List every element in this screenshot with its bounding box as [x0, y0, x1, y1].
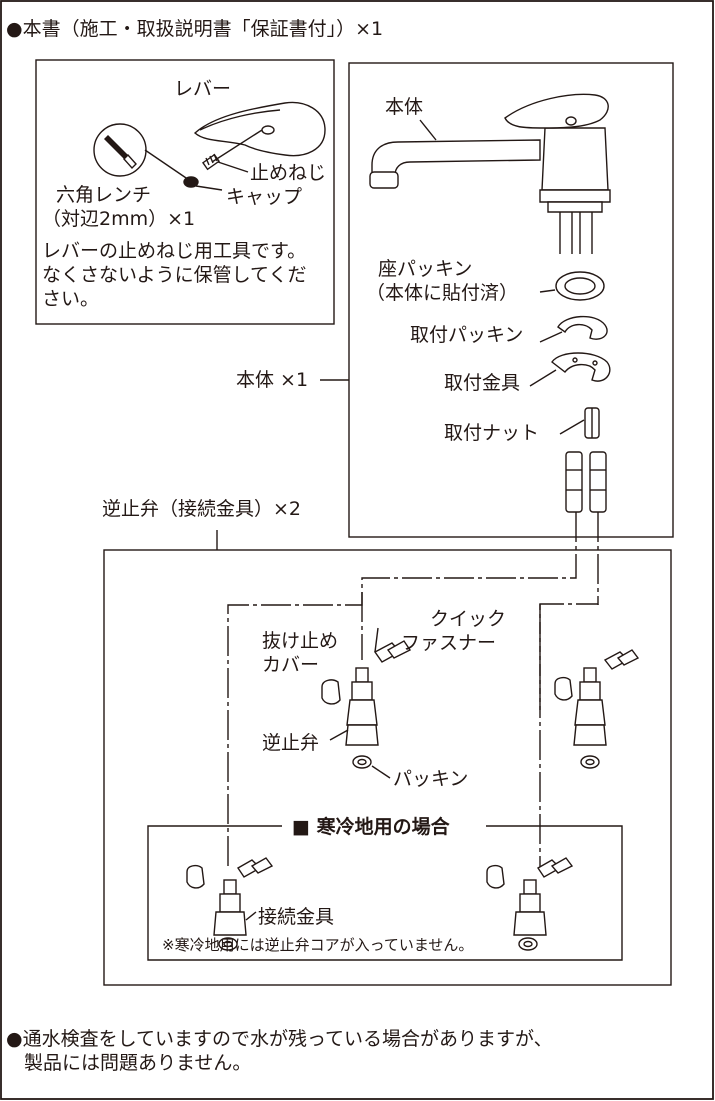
footer-note-line-2: 製品には問題ありません。: [24, 1052, 252, 1074]
setscrew-leader: [217, 161, 249, 173]
footer-note-line-1: ●通水検査をしていますので水が残っている場合がありますが、: [6, 1028, 553, 1050]
body-label: 本体: [385, 96, 424, 118]
cold-region-title: ■ 寒冷地用の場合: [292, 816, 450, 838]
cold-link-left: [227, 592, 363, 870]
mount-packing-label: 取付パッキン: [410, 324, 524, 346]
supply-hoses-icon: [565, 451, 607, 513]
seat-packing-label-2: （本体に貼付済）: [366, 282, 519, 304]
check-valve-leader: [329, 729, 349, 741]
seat-packing-icon: [555, 271, 605, 301]
mount-nut-leader: [559, 419, 585, 435]
setscrew-label: 止めねじ: [250, 162, 327, 184]
connector-leader: [245, 911, 257, 921]
stopper-cover-icon: [321, 679, 341, 705]
body-label-leader: [419, 119, 437, 141]
cold-box-frame: [147, 825, 623, 961]
connector-label: 接続金具: [258, 906, 335, 928]
body-box-frame: [348, 62, 674, 538]
mount-packing-icon: [557, 315, 608, 340]
quick-fastener-leader: [374, 627, 379, 653]
mount-nut-label: 取付ナット: [444, 422, 540, 444]
cap-label: キャップ: [226, 186, 303, 208]
lever-icon: [193, 101, 326, 157]
quick-fastener-label-2: ファスナー: [401, 632, 497, 654]
tool-description-line-2: なくさないように保管してくだ: [42, 264, 307, 286]
quick-fastener-label-1: クイック: [430, 608, 507, 630]
seat-packing-leader: [539, 289, 556, 293]
tool-box-frame: [35, 59, 335, 325]
mount-nut-icon: [584, 407, 600, 439]
body-count-label: 本体 ×1: [236, 369, 309, 391]
quick-fastener-icon: [373, 640, 412, 663]
wrench-label-1: 六角レンチ: [56, 184, 152, 206]
header-note: ●本書（施工・取扱説明書「保証書付」）×1: [6, 18, 384, 40]
setscrew-icon: [201, 153, 221, 171]
cap-icon: [183, 176, 199, 188]
tool-description-line-3: さい。: [42, 288, 100, 310]
seat-packing-label-1: 座パッキン: [378, 258, 473, 280]
mount-bracket-icon: [551, 352, 611, 382]
check-valve-count-label: 逆止弁（接続金具）×2: [102, 498, 302, 520]
tool-description-line-1: レバーの止めねじ用工具です。: [42, 240, 307, 262]
valve-box-frame: [103, 549, 672, 986]
mount-packing-leader: [539, 331, 563, 343]
hex-wrench-icon: [93, 123, 147, 177]
packing-leader: [371, 765, 391, 779]
check-valve-icon-right: [554, 649, 640, 769]
hose-link-left: [361, 512, 577, 660]
lever-label: レバー: [174, 78, 232, 100]
check-valve-icon: [345, 667, 379, 769]
lever-leader: [211, 129, 263, 163]
faucet-body-icon: [369, 93, 611, 254]
connector-icon-left: [186, 857, 274, 951]
cold-region-note: ※寒冷地用には逆止弁コアが入っていません。: [162, 936, 474, 954]
wrench-leader: [144, 149, 193, 183]
stopper-cover-label-2: カバー: [262, 654, 320, 676]
stopper-cover-label-1: 抜け止め: [262, 630, 339, 652]
connector-icon-right: [486, 857, 574, 951]
wrench-label-2: （対辺2mm）×1: [42, 208, 196, 230]
check-valve-label: 逆止弁: [262, 732, 320, 754]
cap-leader: [195, 185, 223, 191]
packing-label: パッキン: [393, 768, 469, 790]
mount-bracket-leader: [529, 369, 557, 387]
mount-bracket-label: 取付金具: [444, 372, 521, 394]
